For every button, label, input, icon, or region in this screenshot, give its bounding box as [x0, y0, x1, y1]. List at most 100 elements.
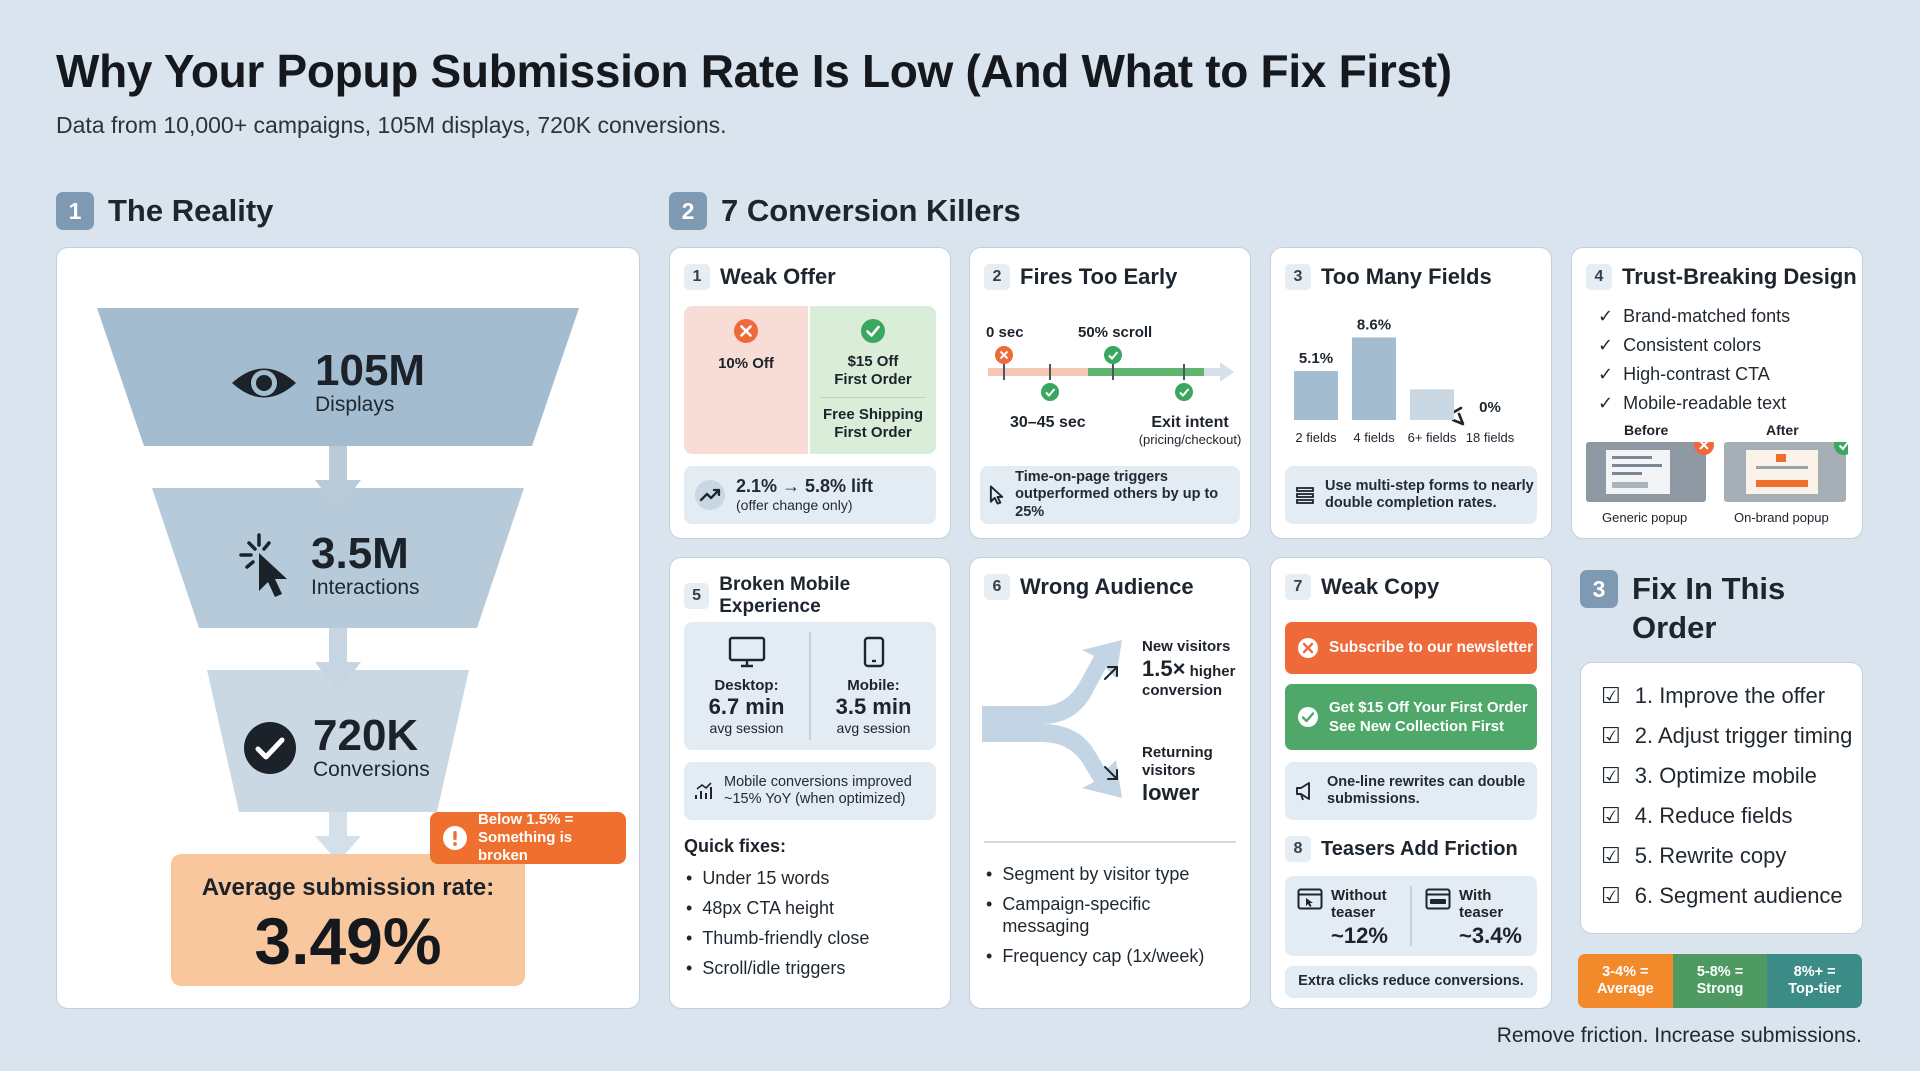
- fix-item: ☑4. Reduce fields: [1601, 803, 1793, 828]
- card-title: Too Many Fields: [1321, 264, 1492, 289]
- card-heading: 4 Trust-Breaking Design: [1586, 264, 1857, 290]
- check-circle-icon: [244, 722, 296, 774]
- x-circle-icon: [734, 319, 758, 343]
- bar-4-fields: [1352, 337, 1396, 420]
- legend-strong: 5-8% = Strong: [1672, 954, 1768, 1008]
- footer-tagline: Remove friction. Increase submissions.: [1496, 1024, 1862, 1047]
- card-title: Wrong Audience: [1020, 574, 1194, 599]
- checklist-item: ✓Mobile-readable text: [1598, 393, 1787, 413]
- warning-badge: Below 1.5% = Something is broken: [430, 811, 626, 864]
- funnel-stage-conversions: 720K Conversions: [243, 708, 503, 788]
- mobile-note: Mobile conversions improved ~15% YoY (wh…: [684, 762, 936, 820]
- card-weak-copy: 7 Weak Copy Subscribe to our newsletter …: [1270, 557, 1552, 1009]
- page-title: Why Your Popup Submission Rate Is Low (A…: [56, 45, 1452, 97]
- teasers-heading: 8 Teasers Add Friction: [1285, 836, 1518, 862]
- desktop-stat: Desktop: 6.7 min avg session: [684, 636, 809, 736]
- timeline-label-30sec: 30–45 sec: [1010, 414, 1086, 431]
- checklist-item: ✓Consistent colors: [1598, 335, 1762, 355]
- checkbox-icon: ☑: [1601, 723, 1621, 748]
- good-offer-text-2: Free Shipping First Order: [822, 406, 923, 441]
- benchmark-legend: 3-4% = Average 5-8% = Strong 8%+ = Top-t…: [1578, 954, 1862, 1008]
- audience-split-arrows: [982, 640, 1122, 798]
- list-item: Segment by visitor type: [986, 864, 1236, 885]
- card-number: 7: [1285, 574, 1311, 600]
- section-title: The Reality: [108, 193, 274, 228]
- trigger-note: Time-on-page triggers outperformed other…: [980, 466, 1240, 524]
- funnel-label: Displays: [315, 393, 395, 416]
- check-icon: ✓: [1598, 306, 1614, 326]
- chart-up-icon: [695, 782, 712, 799]
- card-title: Weak Offer: [720, 264, 836, 289]
- bad-offer-panel: 10% Off: [684, 306, 808, 454]
- card-title: Trust-Breaking Design: [1622, 264, 1857, 289]
- quick-fixes-title: Quick fixes:: [684, 836, 787, 856]
- checkbox-icon: ☑: [1601, 683, 1621, 708]
- with-teaser-stat: With teaser ~3.4%: [1425, 887, 1522, 949]
- before-label: Before: [1624, 422, 1669, 438]
- bar-value-label: 0%: [1479, 399, 1501, 416]
- lift-note: 2.1% → 5.8% lift (offer change only): [684, 466, 936, 524]
- timeline-label-0sec: 0 sec: [986, 324, 1024, 341]
- phone-icon: [863, 636, 884, 668]
- bad-copy-example: Subscribe to our newsletter: [1285, 622, 1537, 674]
- card-weak-offer: 1 Weak Offer 10% Off $15 Off First Order…: [669, 247, 951, 539]
- warning-line-1: Below 1.5% =: [477, 811, 574, 828]
- card-title: Teasers Add Friction: [1321, 837, 1518, 860]
- list-item: Campaign-specific messaging: [986, 894, 1236, 937]
- fix-order-list: ☑1. Improve the offer ☑2. Adjust trigger…: [1601, 683, 1852, 923]
- checkbox-icon: ☑: [1601, 763, 1621, 788]
- fields-note: Use multi-step forms to nearly double co…: [1285, 466, 1537, 524]
- section-number-badge: 1: [56, 192, 94, 230]
- legend-top-tier: 8%+ = Top-tier: [1767, 954, 1862, 1008]
- after-caption: On-brand popup: [1734, 510, 1829, 525]
- bar-category-label: 6+ fields: [1408, 430, 1457, 445]
- trust-checklist: ✓Brand-matched fonts ✓Consistent colors …: [1598, 306, 1790, 422]
- checklist-item: ✓High-contrast CTA: [1598, 364, 1770, 384]
- card-number: 3: [1285, 264, 1311, 290]
- fix-item: ☑2. Adjust trigger timing: [1601, 723, 1853, 748]
- list-item: Thumb-friendly close: [686, 928, 869, 949]
- reality-card: 105M Displays 3.5M Interactions 720K Con…: [56, 247, 640, 1009]
- bar-6-fields: [1410, 389, 1454, 420]
- fix-order-card: ☑1. Improve the offer ☑2. Adjust trigger…: [1580, 662, 1863, 934]
- bar-category-label: 18 fields: [1466, 430, 1515, 445]
- eye-icon: [232, 368, 296, 398]
- cursor-click-icon: [239, 533, 287, 597]
- card-wrong-audience: 6 Wrong Audience New visitors 1.5× highe…: [969, 557, 1251, 1009]
- check-icon: ✓: [1598, 364, 1614, 384]
- arrow-up-right-icon: [1104, 666, 1118, 680]
- returning-visitors-stat: Returning visitors lower: [1142, 744, 1213, 805]
- trend-up-icon: [695, 480, 725, 510]
- desktop-icon: [728, 636, 765, 668]
- new-visitors-stat: New visitors 1.5× higher conversion: [1142, 638, 1236, 700]
- card-heading: 2 Fires Too Early: [984, 264, 1177, 290]
- bar-value-label: 5.1%: [1299, 350, 1333, 367]
- mobile-note-text: Mobile conversions improved ~15% YoY (wh…: [724, 773, 912, 807]
- legend-average: 3-4% = Average: [1578, 954, 1673, 1008]
- section-fix-heading: 3 Fix In This Order: [1580, 570, 1785, 648]
- fix-item: ☑1. Improve the offer: [1601, 683, 1826, 708]
- x-circle-icon: [1298, 638, 1318, 658]
- warning-line-2: Something is broken: [477, 829, 573, 864]
- copy-note: One-line rewrites can double submissions…: [1285, 762, 1537, 820]
- funnel-label: Interactions: [311, 576, 420, 599]
- bar-2-fields: [1294, 371, 1338, 420]
- funnel-value: 720K: [313, 711, 419, 760]
- card-number: 4: [1586, 264, 1612, 290]
- after-label: After: [1766, 422, 1799, 438]
- check-circle-icon: [1298, 707, 1318, 727]
- trigger-timeline: [988, 346, 1234, 401]
- arrow-down-right-icon: [1104, 766, 1118, 780]
- section-title: Fix In This Order: [1632, 571, 1786, 645]
- list-item: Scroll/idle triggers: [686, 958, 869, 979]
- funnel-graphic: [97, 308, 579, 862]
- fix-item: ☑5. Rewrite copy: [1601, 843, 1787, 868]
- list-item: Frequency cap (1x/week): [986, 946, 1236, 967]
- before-caption: Generic popup: [1602, 510, 1688, 525]
- checklist-item: ✓Brand-matched fonts: [1598, 306, 1791, 326]
- section-title: 7 Conversion Killers: [721, 193, 1021, 228]
- card-number: 8: [1285, 836, 1311, 862]
- card-number: 6: [984, 574, 1010, 600]
- good-offer-text-1: $15 Off First Order: [834, 353, 912, 388]
